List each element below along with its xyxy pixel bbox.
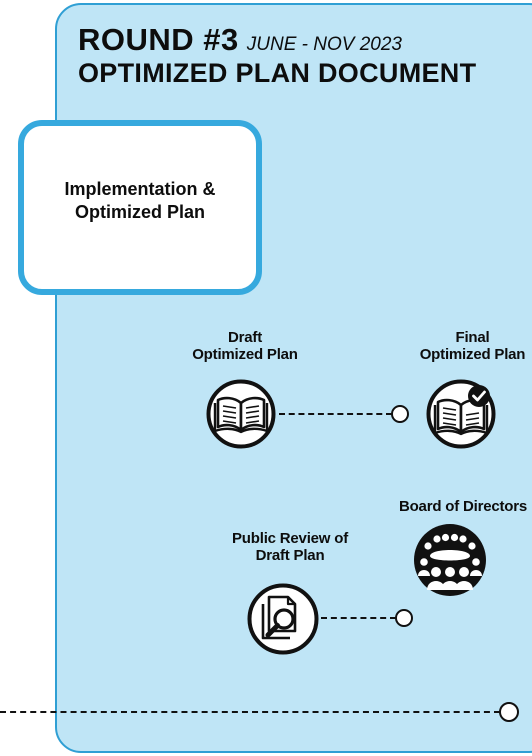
public-review-label-line1: Public Review of — [232, 530, 348, 547]
round-dates: JUNE - NOV 2023 — [246, 34, 402, 55]
timeline-node — [499, 702, 519, 722]
open-book-icon — [206, 379, 276, 449]
public-review-connector — [321, 617, 396, 619]
public-review-node — [395, 609, 413, 627]
public-review-label: Public Review of Draft Plan — [210, 530, 370, 564]
final-plan-label-line2: Optimized Plan — [419, 345, 526, 363]
draft-to-final-node — [391, 405, 409, 423]
draft-plan-label: Draft Optimized Plan — [180, 329, 310, 363]
final-plan-label-line1: Final — [455, 329, 490, 346]
meeting-group-icon — [414, 524, 486, 596]
draft-plan-label-line2: Optimized Plan — [192, 345, 298, 363]
draft-plan-label-line1: Draft — [227, 329, 262, 346]
round-header: ROUND #3 JUNE - NOV 2023 — [78, 22, 402, 58]
draft-to-final-connector — [279, 413, 392, 415]
implementation-label: Implementation & Optimized Plan — [64, 179, 216, 222]
implementation-box: Implementation & Optimized Plan — [18, 120, 262, 295]
document-magnifier-icon — [247, 583, 319, 655]
open-book-check-icon — [426, 379, 496, 449]
round-number: ROUND #3 — [78, 22, 239, 57]
document-title: OPTIMIZED PLAN DOCUMENT — [78, 58, 477, 88]
final-plan-label: Final Optimized Plan — [400, 329, 532, 363]
board-label: Board of Directors — [398, 498, 528, 515]
public-review-label-line2: Draft Plan — [255, 546, 325, 564]
timeline-connector — [0, 711, 500, 713]
